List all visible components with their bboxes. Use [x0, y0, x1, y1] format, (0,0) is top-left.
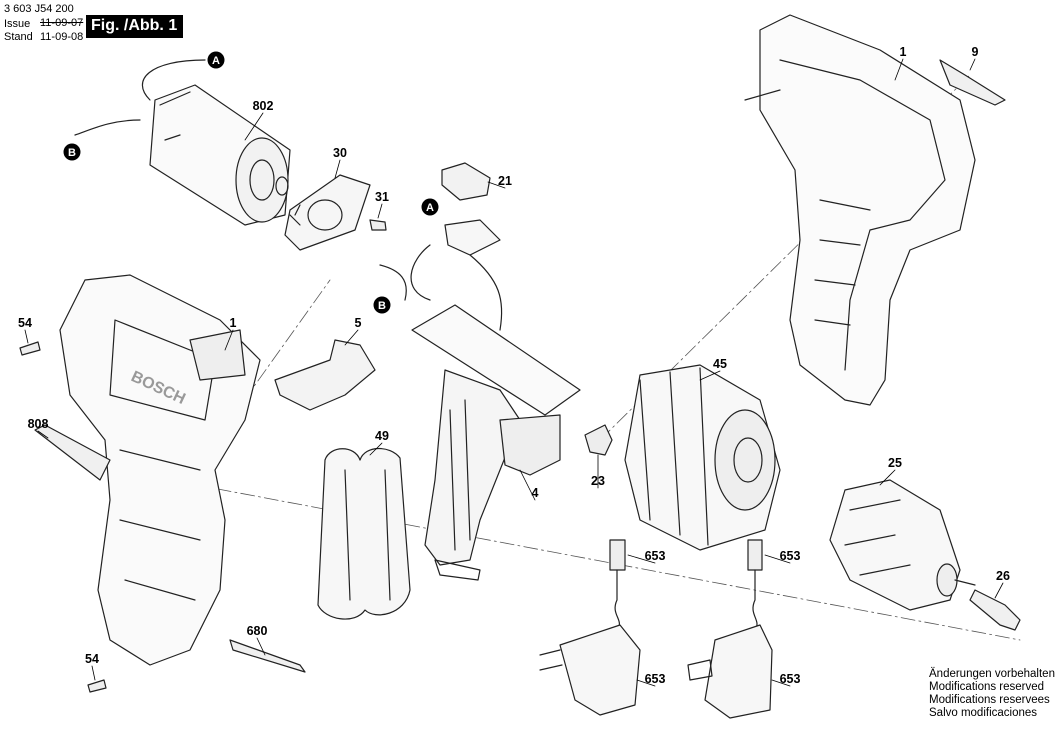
battery-drawing: [317, 447, 411, 620]
note-fr: Modifications reservees: [929, 694, 1050, 706]
chuck-drawing: [829, 479, 976, 611]
leader-line: [771, 679, 791, 687]
part-number-label: 680: [247, 624, 268, 638]
leader-line: [519, 469, 536, 501]
motor-drawing: [74, 59, 291, 226]
connector-marker-label: A: [426, 202, 434, 214]
leader-line: [369, 442, 383, 456]
connector-marker-a: [207, 51, 225, 69]
modification-notes: Änderungen vorbehalten Modifications res…: [929, 668, 1055, 720]
leader-line: [344, 329, 359, 346]
gearbox-drawing: [624, 364, 781, 551]
housing-left-drawing: BOSCH: [19, 274, 261, 693]
part-number-label: 808: [28, 417, 49, 431]
leader-line: [224, 329, 234, 351]
leader-line: [487, 181, 506, 189]
leader-line: [699, 370, 721, 381]
knob-23-drawing: [584, 424, 613, 456]
leader-line: [994, 582, 1004, 599]
part-number-label: 30: [333, 146, 347, 160]
part-number-label: 1: [900, 45, 907, 59]
connector-marker-label: B: [68, 147, 76, 159]
leader-line: [764, 554, 791, 564]
part-number-label: 9: [972, 45, 979, 59]
part-number-label: 54: [85, 652, 99, 666]
housing-right-drawing: [744, 14, 1006, 406]
leader-line: [244, 112, 264, 141]
part-number-label: 49: [375, 429, 389, 443]
part-number-label: 653: [645, 672, 666, 686]
switch-cover-drawing: [441, 162, 491, 201]
connector-marker-label: A: [212, 55, 220, 67]
leader-line: [334, 159, 341, 179]
connector-marker-a: [421, 198, 439, 216]
connector-marker-b: [63, 143, 81, 161]
part-number-label: 802: [253, 99, 274, 113]
leader-line: [627, 554, 656, 564]
document-number: 3 603 J54 200: [4, 3, 74, 15]
part-number-label: 26: [996, 569, 1010, 583]
part-number-label: 45: [713, 357, 727, 371]
part-number-label: 653: [780, 549, 801, 563]
leader-line: [879, 469, 896, 486]
part-number-label: 25: [888, 456, 902, 470]
leader-line: [37, 430, 49, 439]
leader-line: [636, 679, 656, 687]
screw-26-drawing: [969, 589, 1021, 631]
part-number-label: 54: [18, 316, 32, 330]
charger-left-drawing: [539, 539, 641, 716]
part-number-label: 653: [780, 672, 801, 686]
leader-line: [377, 203, 383, 219]
stand-label: Stand: [4, 31, 33, 43]
leader-line: [969, 58, 976, 71]
connector-marker-label: B: [378, 300, 386, 312]
leader-line: [24, 329, 29, 344]
note-en: Modifications reserved: [929, 681, 1045, 693]
leader-line: [256, 637, 266, 656]
leader-line: [91, 665, 96, 681]
issue-label: Issue: [4, 18, 31, 30]
part-number-label: 4: [532, 486, 539, 500]
bit-drawing: [229, 639, 306, 673]
figure-label: Fig. /Abb. 1: [86, 15, 184, 38]
stand-date: 11-09-08: [40, 31, 84, 43]
assembly-axis: [169, 479, 1021, 641]
connector-marker-b: [373, 296, 391, 314]
plate-drawing: [284, 174, 371, 251]
switch-lever-drawing: [274, 339, 376, 411]
part-number-label: 5: [355, 316, 362, 330]
part-number-label: 21: [498, 174, 512, 188]
note-es: Salvo modificaciones: [929, 707, 1038, 719]
part-number-label: 653: [645, 549, 666, 563]
leader-line: [894, 58, 904, 81]
part-number-label: 1: [230, 316, 237, 330]
screw-31-drawing: [369, 219, 387, 231]
part-number-label: 23: [591, 474, 605, 488]
part-number-label: 31: [375, 190, 389, 204]
charger-right-drawing: [687, 539, 773, 719]
note-de: Änderungen vorbehalten: [929, 668, 1055, 680]
switch-assembly-drawing: [379, 219, 581, 581]
issue-date: 11-09-07: [40, 17, 84, 29]
